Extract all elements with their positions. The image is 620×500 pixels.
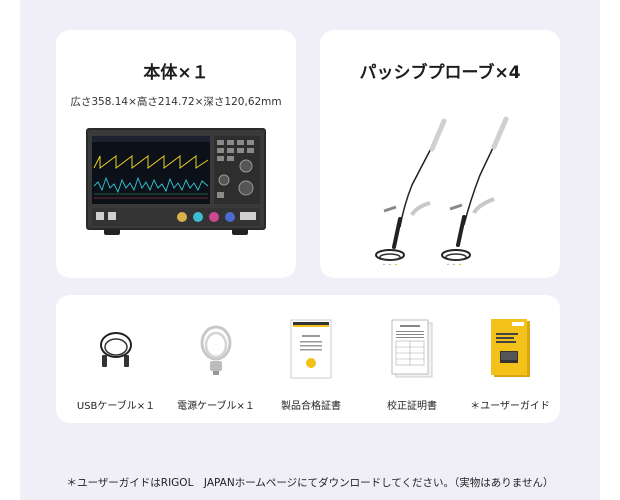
user-guide-icon xyxy=(491,319,530,377)
accessory-power-cable: 電源ケーブル×１ xyxy=(166,295,266,423)
footnote: ＊ユーザーガイドはRIGOL JAPANホームページにてダウンロードしてください… xyxy=(66,477,554,489)
main-unit-title: 本体×１ xyxy=(143,63,209,83)
probe-title: パッシブプローブ×4 xyxy=(359,63,521,83)
accessory-label: USBケーブル×１ xyxy=(76,401,156,412)
accessory-calibration-certificate: 校正証明書 xyxy=(362,295,462,423)
accessory-product-certificate: 製品合格証書 xyxy=(266,295,356,423)
accessory-usb-cable: USBケーブル×１ xyxy=(66,295,166,423)
power-cable-icon xyxy=(200,325,232,375)
accessory-label: ＊ユーザーガイド xyxy=(470,401,550,412)
accessories-card: USBケーブル×１ 電源ケーブル×１ 製品合格証書 校正証明書 xyxy=(56,295,560,423)
probe-card: パッシブプローブ×4 xyxy=(320,30,560,278)
accessory-label: 製品合格証書 xyxy=(281,401,341,412)
passive-probe-image xyxy=(375,116,509,265)
accessory-user-guide: ＊ユーザーガイド xyxy=(460,295,560,423)
calibration-certificate-icon xyxy=(391,319,433,378)
main-unit-dimensions: 広さ358.14×高さ214.72×深さ120,62mm xyxy=(70,96,282,108)
oscilloscope-image xyxy=(86,128,266,235)
certificate-icon xyxy=(290,319,332,379)
accessory-label: 電源ケーブル×１ xyxy=(177,401,255,412)
accessory-label: 校正証明書 xyxy=(387,401,437,412)
main-unit-card: 本体×１ 広さ358.14×高さ214.72×深さ120,62mm xyxy=(56,30,296,278)
usb-cable-icon xyxy=(100,332,132,367)
